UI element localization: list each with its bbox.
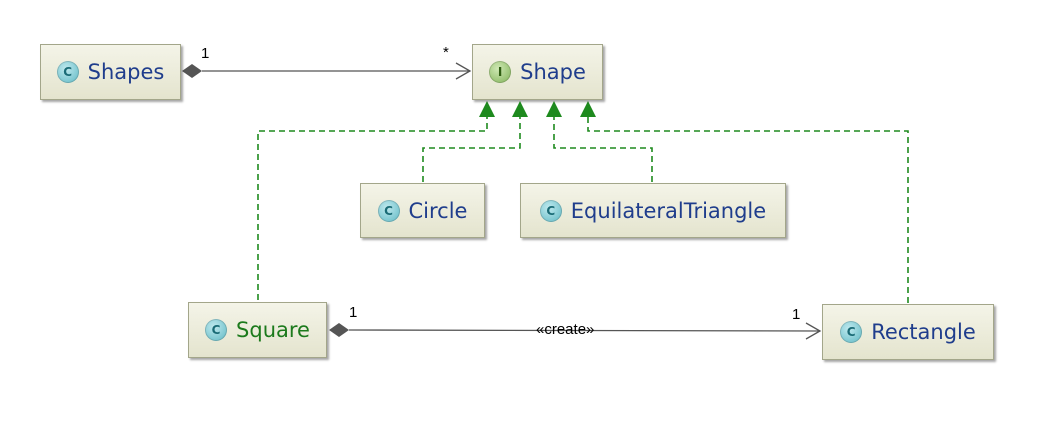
composition-diamond (182, 64, 202, 78)
class-equilateral-triangle[interactable]: C EquilateralTriangle (520, 183, 786, 238)
class-shapes-label: Shapes (87, 60, 165, 84)
class-square[interactable]: C Square (188, 302, 327, 358)
class-circle[interactable]: C Circle (360, 183, 485, 238)
class-shapes[interactable]: C Shapes (40, 44, 181, 100)
class-icon: C (840, 321, 863, 343)
class-circle-label: Circle (408, 198, 468, 223)
composition-square-rectangle (348, 329, 821, 332)
composition-diamond (329, 323, 349, 337)
class-icon: C (205, 319, 228, 341)
realization-circle-shape (422, 116, 521, 182)
open-arrowhead (455, 62, 472, 80)
class-rectangle-label: Rectangle (871, 320, 976, 344)
realization-arrowhead (546, 101, 562, 117)
class-icon: C (377, 199, 400, 222)
realization-arrowhead (512, 101, 528, 117)
interface-shape[interactable]: I Shape (472, 44, 603, 100)
realization-triangle-shape (553, 116, 653, 182)
realization-arrowhead (580, 101, 596, 117)
stereotype-create: «create» (536, 321, 595, 338)
multiplicity-shape-target: * (443, 44, 449, 61)
interface-shape-label: Shape (520, 60, 586, 84)
open-arrowhead (805, 322, 822, 340)
class-equilateral-triangle-label: EquilateralTriangle (570, 198, 767, 223)
realization-rectangle-shape (587, 116, 909, 303)
class-rectangle[interactable]: C Rectangle (822, 304, 994, 360)
realization-square-shape (257, 116, 488, 300)
class-icon: C (539, 199, 562, 222)
multiplicity-rectangle-target: 1 (792, 306, 801, 323)
multiplicity-shapes-source: 1 (201, 45, 210, 62)
multiplicity-square-source: 1 (349, 304, 358, 321)
class-icon: C (56, 61, 79, 83)
interface-icon: I (489, 61, 512, 83)
class-square-label: Square (236, 318, 310, 342)
realization-arrowhead (479, 101, 495, 117)
